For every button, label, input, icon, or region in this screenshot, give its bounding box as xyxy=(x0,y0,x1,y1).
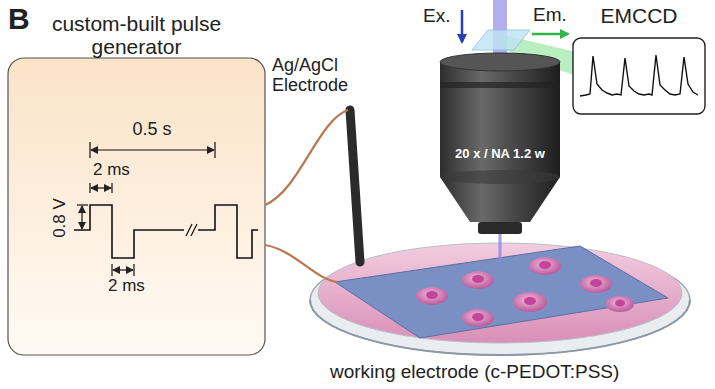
beam-label: Ex. xyxy=(423,6,450,27)
pulse-waveform xyxy=(74,205,258,258)
panel-letter: B xyxy=(8,2,30,35)
reference-electrode xyxy=(350,110,360,262)
dichroic-mirror xyxy=(472,30,530,50)
width-dimension xyxy=(90,183,112,193)
width-dimension xyxy=(112,264,134,276)
cells xyxy=(416,257,634,327)
electrode-label: working electrode (c-PEDOT:PSS) xyxy=(330,362,619,383)
box-heading: custom-built pulse generator xyxy=(8,8,265,58)
amplitude-dimension xyxy=(77,205,88,229)
dimension-label: 0.5 s xyxy=(132,120,171,140)
wires xyxy=(265,110,348,282)
objective xyxy=(440,53,560,234)
signal-trace xyxy=(580,55,698,96)
camera-box: EMCCD xyxy=(573,4,705,114)
beam-label: Em. xyxy=(533,5,567,26)
period-dimension xyxy=(90,142,215,158)
excitation-arrow xyxy=(461,10,464,42)
dimension-label: 2 ms xyxy=(93,161,130,180)
dimension-label: 2 ms xyxy=(108,277,145,296)
objective-label: 20 x / NA 1.2 w xyxy=(455,147,545,161)
electrode-label: Ag/AgCl Electrode xyxy=(272,56,358,96)
pulse-generator-box: custom-built pulse generator xyxy=(8,8,265,355)
dimension-label: 0.8 V xyxy=(51,198,70,238)
box-heading: EMCCD xyxy=(573,4,705,27)
camera-housing xyxy=(573,38,705,114)
emission-arrow xyxy=(532,33,568,36)
generator-housing xyxy=(8,58,265,355)
focus-beam xyxy=(499,232,502,262)
